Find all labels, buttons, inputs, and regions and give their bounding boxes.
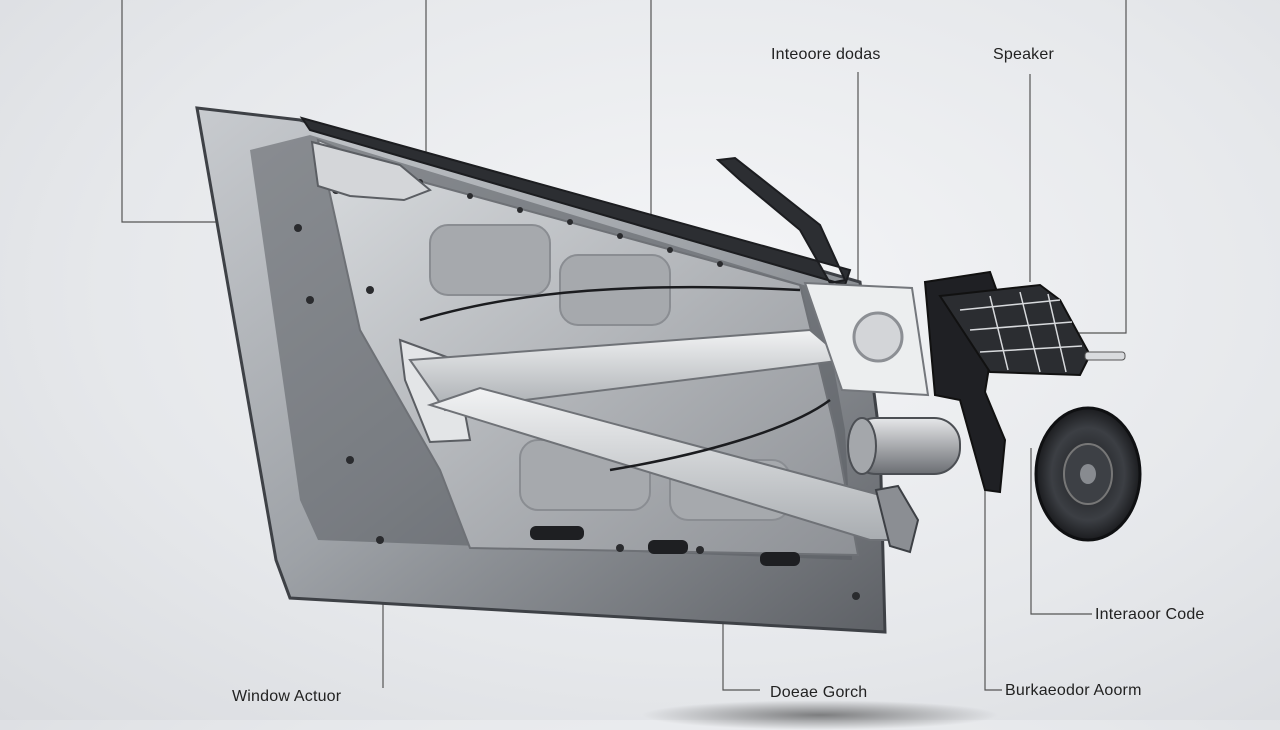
- leader-right: [1072, 0, 1127, 334]
- speaker-connector-pin: [1084, 351, 1126, 361]
- leader-interior-code: [1030, 448, 1092, 615]
- upper-left-bracket: [310, 140, 432, 202]
- label-door-gorch: Doeae Gorch: [770, 684, 868, 701]
- leader-bridge-arm: [984, 452, 1002, 691]
- speaker-cage-grid: [959, 291, 1083, 373]
- label-interior-door: Inteoore dodas: [771, 46, 881, 63]
- motor-endcap: [847, 417, 877, 475]
- label-speaker: Speaker: [993, 46, 1054, 63]
- door-speaker-cap: [1080, 464, 1096, 484]
- cable-run: [419, 285, 831, 472]
- label-bridge-arm: Burkaeodor Aoorm: [1005, 682, 1142, 699]
- latch-mount-boss: [852, 311, 904, 363]
- gear-bracket: [874, 484, 920, 554]
- label-window-actuator: Window Actuor: [232, 688, 342, 705]
- lower-slots: [530, 526, 800, 566]
- label-interior-code: Interaoor Code: [1095, 606, 1205, 623]
